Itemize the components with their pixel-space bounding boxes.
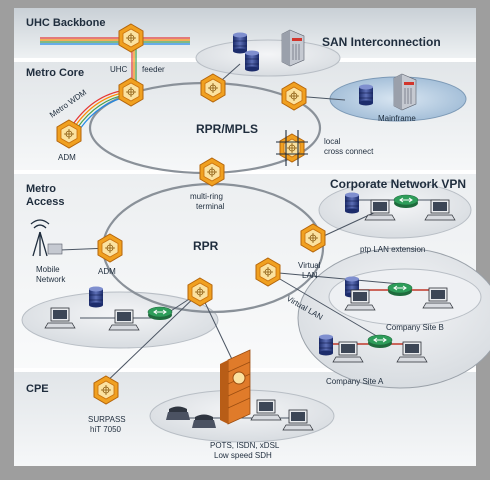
label-corporate-vpn: Corporate Network VPN xyxy=(330,177,466,191)
label-surpass: SURPASS xyxy=(88,415,126,424)
disk-storage-icon xyxy=(318,334,334,356)
disk-storage-icon xyxy=(232,32,248,54)
firewall-icon xyxy=(220,349,251,425)
label-adm-core: ADM xyxy=(58,153,76,162)
mainframe-server-icon xyxy=(393,73,417,111)
server-rack-icon xyxy=(281,29,305,67)
disk-storage-icon xyxy=(344,192,360,214)
label-company-a: Company Site A xyxy=(326,377,384,386)
label-hit7050: hiT 7050 xyxy=(90,425,122,434)
antenna-icon xyxy=(30,219,50,257)
section-metro-access-line2: Access xyxy=(26,196,65,208)
label-pots: POTS, ISDN, xDSL xyxy=(210,441,280,450)
ring-label-rpr-mpls: RPR/MPLS xyxy=(196,122,258,136)
section-uhc-backbone: UHC Backbone xyxy=(26,17,105,29)
router-icon xyxy=(393,194,419,209)
label-feeder: feeder xyxy=(142,65,165,74)
label-multiring: multi-ring xyxy=(190,192,223,201)
label-san: SAN Interconnection xyxy=(322,35,441,49)
uhc-feeder-lines xyxy=(40,37,190,82)
label-virtual-lan-1b: LAN xyxy=(302,271,318,280)
label-network: Network xyxy=(36,275,66,284)
section-cpe: CPE xyxy=(26,383,49,395)
section-metro-access-line1: Metro xyxy=(26,183,56,195)
label-mobile: Mobile xyxy=(36,265,60,274)
disk-storage-icon xyxy=(88,286,104,308)
cross-connect-grid xyxy=(276,130,308,166)
disk-storage-icon xyxy=(244,50,260,72)
label-terminal: terminal xyxy=(196,202,225,211)
company-b-ellipse xyxy=(328,268,482,326)
label-mainframe: Mainframe xyxy=(378,114,416,123)
label-company-b: Company Site B xyxy=(386,323,444,332)
ring-label-rpr: RPR xyxy=(193,239,219,253)
label-ptp-lan: ptp LAN extension xyxy=(360,245,425,254)
router-icon xyxy=(387,282,413,297)
san-ellipse xyxy=(195,39,341,77)
section-metro-core: Metro Core xyxy=(26,67,84,79)
base-station-icon xyxy=(47,243,63,255)
router-icon xyxy=(367,334,393,349)
label-uhc: UHC xyxy=(110,65,128,74)
label-adm-access: ADM xyxy=(98,267,116,276)
label-local: local xyxy=(324,137,341,146)
label-virtual-lan-1a: Virtual xyxy=(298,261,321,270)
label-cross-connect: cross connect xyxy=(324,147,374,156)
router-icon xyxy=(147,306,173,321)
disk-storage-icon xyxy=(358,84,374,106)
label-low-speed-sdh: Low speed SDH xyxy=(214,451,272,460)
